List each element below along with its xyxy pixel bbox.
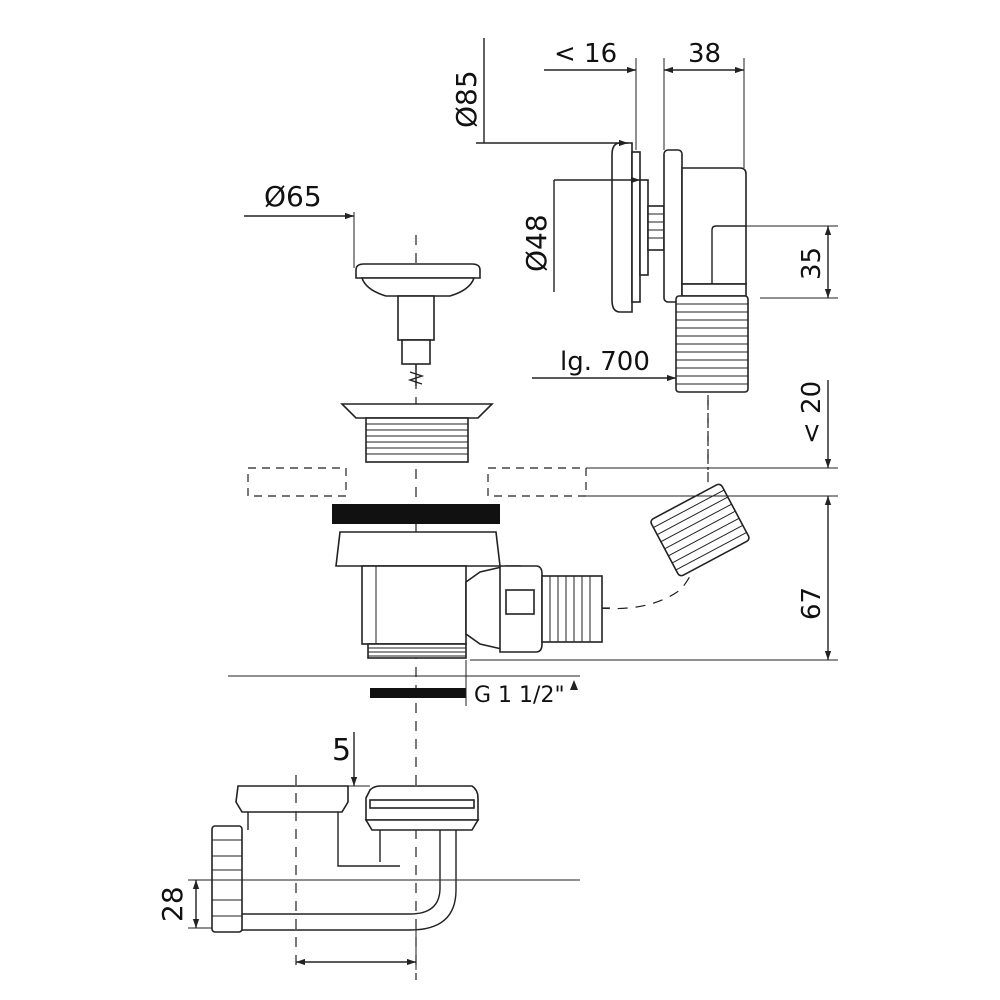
label-d5: 5 <box>332 733 351 768</box>
drain-flange <box>340 403 494 463</box>
pop-up-plug <box>355 263 481 386</box>
side-outlet <box>465 565 603 653</box>
label-d85: Ø85 <box>450 70 483 128</box>
dimension-35: 35 <box>746 225 838 299</box>
tub-wall <box>247 467 587 497</box>
dimension-d48: Ø48 <box>520 176 640 292</box>
label-d65: Ø65 <box>264 180 322 213</box>
dimension-lt20: < 20 <box>586 380 838 497</box>
gasket-upper <box>332 504 500 524</box>
label-d35: 35 <box>797 247 827 280</box>
label-lt20: < 20 <box>797 381 827 444</box>
dimension-5: 5 <box>332 732 370 787</box>
dimension-67: 67 <box>470 496 838 661</box>
dimension-thread: G 1 1/2" <box>228 660 580 708</box>
overflow-cover <box>611 142 747 313</box>
trap <box>211 775 480 965</box>
dimension-d85: Ø85 <box>450 38 628 147</box>
label-d67: 67 <box>797 587 827 620</box>
dimension-28: 28 <box>156 879 580 929</box>
label-d28: 28 <box>156 886 189 922</box>
label-d48: Ø48 <box>520 214 553 272</box>
label-thread: G 1 1/2" <box>474 683 565 708</box>
dimension-bottom <box>296 930 417 970</box>
dimension-d65: Ø65 <box>244 180 355 268</box>
gasket-lower <box>370 688 466 698</box>
label-d38: 38 <box>688 39 721 69</box>
label-lt16: < 16 <box>554 39 617 69</box>
dimension-lt16: < 16 <box>544 39 665 150</box>
overflow-hose <box>597 295 749 610</box>
label-lg700: lg. 700 <box>560 347 650 377</box>
dimension-lg700: lg. 700 <box>532 347 676 382</box>
dimension-38: 38 <box>664 39 745 168</box>
hose-segment <box>650 483 750 577</box>
